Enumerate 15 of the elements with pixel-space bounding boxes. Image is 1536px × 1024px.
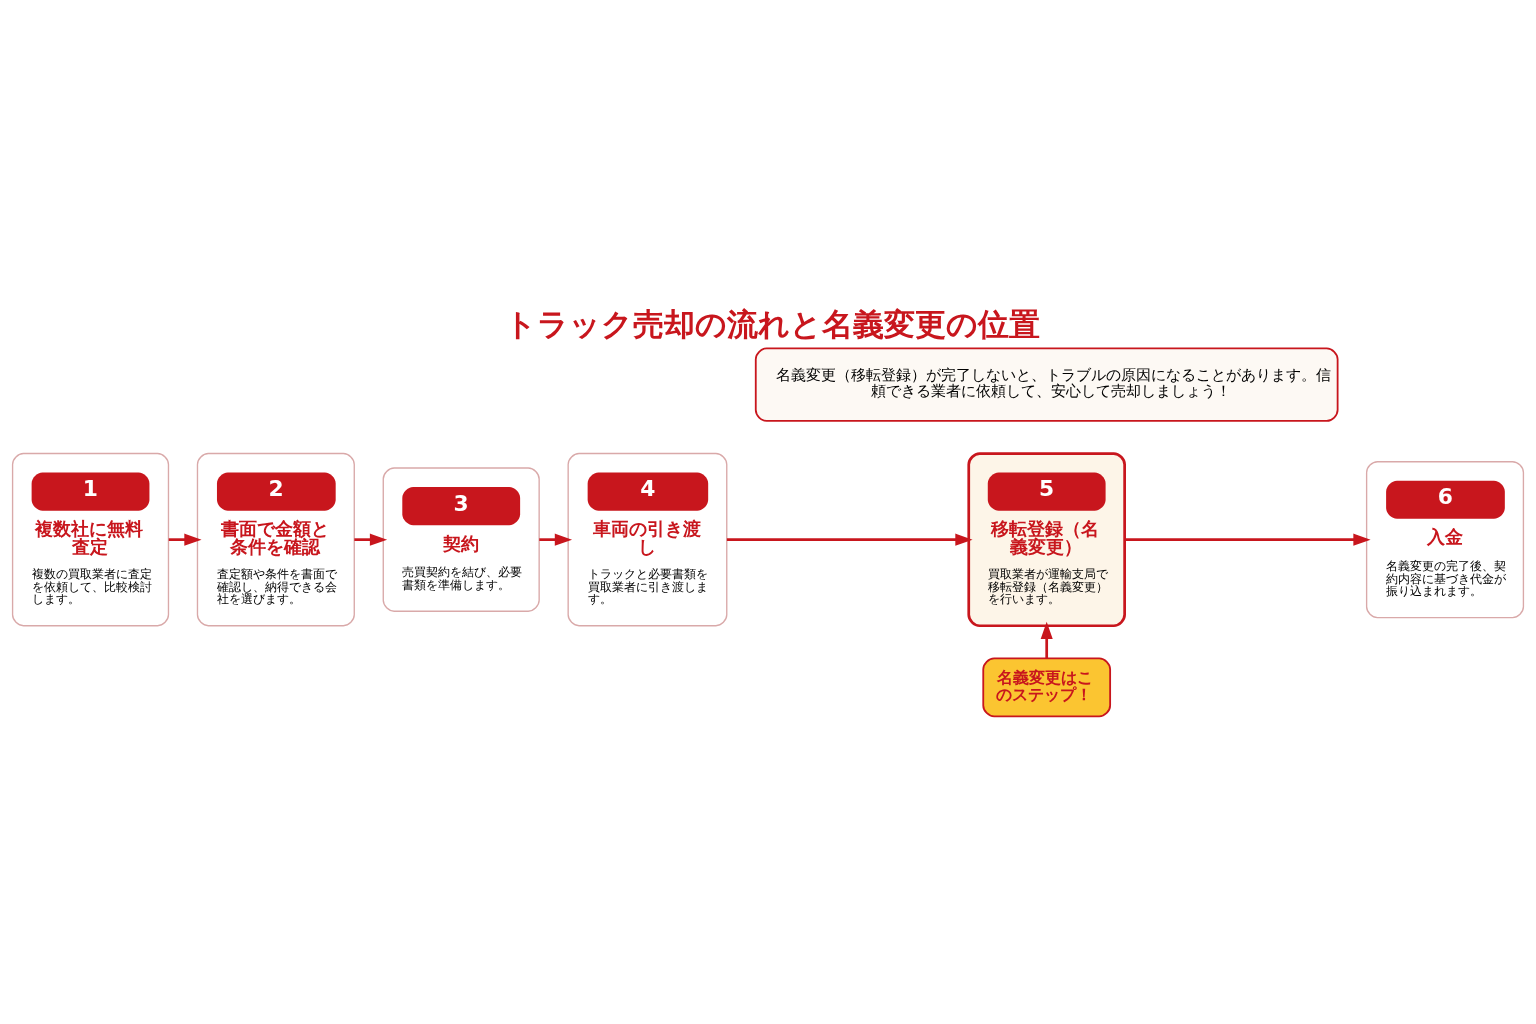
arrow — [1124, 533, 1371, 546]
arrow — [354, 533, 388, 546]
node-box: 4 車両の引き渡し トラックと必要書類を買取業者に引き渡します。 — [567, 452, 728, 627]
node-box: 2 書面で金額と条件を確認 査定額や条件を書面で確認し、納得できる会社を選びます。 — [196, 452, 355, 627]
arrow — [726, 533, 973, 546]
diagram-title: トラック売却の流れと名義変更の位置 — [505, 306, 1041, 342]
arrow — [168, 533, 202, 546]
node-box: 1 複数社に無料査定 複数の買取業者に査定を依頼して、比較検討します。 — [11, 452, 170, 627]
arrow — [1040, 621, 1053, 659]
node-box: 名義変更（移転登録）が完了しないと、トラブルの原因になることがあります。信頼できる業者に依頼して、安心して売却しましょう！ — [754, 347, 1339, 422]
node-box: 5 移転登録（名義変更） 買取業者が運輸支局で移転登録（名義変更）を行います。 — [967, 452, 1126, 628]
arrow — [539, 533, 573, 546]
node-box: 3 契約 売買契約を結び、必要書類を準備します。 — [382, 467, 540, 612]
node-box: 6 入金 名義変更の完了後、契約内容に基づき代金が振り込まれます。 — [1365, 461, 1525, 619]
node-box: 名義変更はこのステップ！ — [982, 657, 1112, 718]
